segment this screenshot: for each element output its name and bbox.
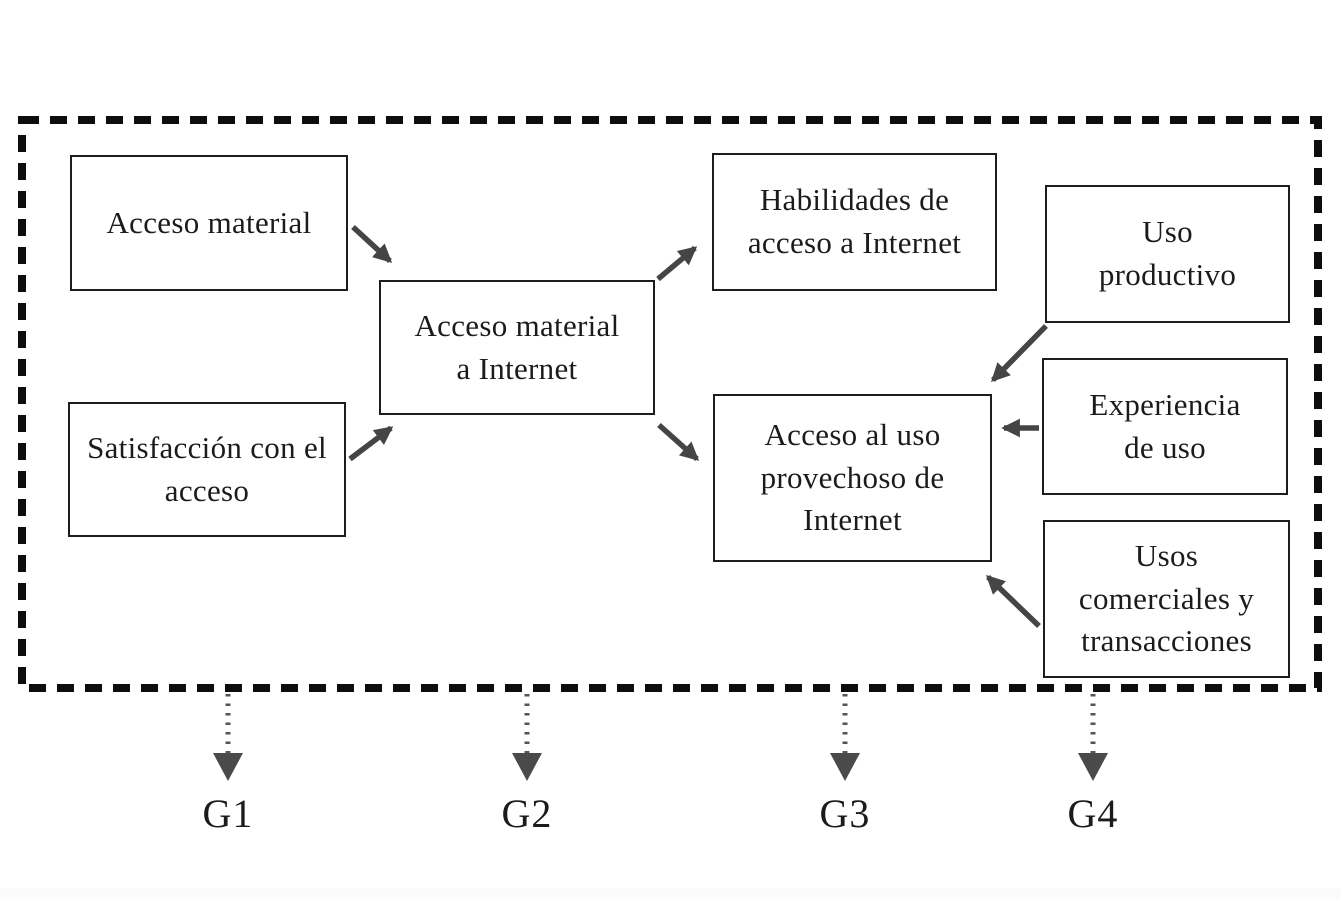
arrow-acceso-material-internet-to-habilidades: [656, 245, 698, 282]
arrow-usos-comerciales-to-uso-provechoso: [985, 575, 1041, 628]
group-label-g3: G3: [819, 791, 871, 836]
box-acceso-uso-provechoso: Acceso al uso provechoso de Internet: [713, 394, 992, 562]
arrow-uso-productivo-to-uso-provechoso: [991, 324, 1048, 383]
box-satisfaccion-acceso: Satisfacción con el acceso: [68, 402, 346, 537]
box-acceso-material-internet: Acceso material a Internet: [379, 280, 655, 415]
box-acceso-material-label: Acceso material: [106, 204, 312, 240]
box-experiencia-uso-label: Experiencia de uso: [1089, 386, 1241, 465]
box-usos-comerciales-label: Usos comerciales y transacciones: [1078, 537, 1255, 659]
arrow-satisfaccion-to-acceso-material-internet: [348, 425, 394, 462]
box-acceso-material: Acceso material: [70, 155, 348, 291]
dotted-arrow-g2: [512, 694, 542, 781]
box-uso-productivo: Uso productivo: [1045, 185, 1290, 323]
box-acceso-uso-provechoso-label: Acceso al uso provechoso de Internet: [760, 416, 945, 538]
dotted-arrow-g1: [213, 694, 243, 781]
box-uso-productivo-label: Uso productivo: [1098, 214, 1237, 292]
bottom-edge-strip: [0, 888, 1341, 899]
dotted-arrow-g3: [830, 694, 860, 781]
model-boundary-dashed-border: [18, 116, 1322, 692]
arrow-acceso-material-internet-to-uso-provechoso: [657, 422, 700, 462]
box-acceso-material-internet-label: Acceso material a Internet: [414, 307, 620, 386]
box-usos-comerciales: Usos comerciales y transacciones: [1043, 520, 1290, 678]
group-label-g2: G2: [501, 791, 553, 836]
arrow-acceso-material-to-acceso-material-internet: [351, 224, 393, 264]
dotted-arrow-g4: [1078, 694, 1108, 781]
group-label-g1: G1: [202, 791, 254, 836]
box-satisfaccion-acceso-label: Satisfacción con el acceso: [87, 429, 327, 508]
group-label-g4: G4: [1067, 791, 1119, 836]
box-experiencia-uso: Experiencia de uso: [1042, 358, 1288, 495]
box-habilidades-acceso: Habilidades de acceso a Internet: [712, 153, 997, 291]
box-habilidades-acceso-label: Habilidades de acceso a Internet: [747, 182, 962, 260]
